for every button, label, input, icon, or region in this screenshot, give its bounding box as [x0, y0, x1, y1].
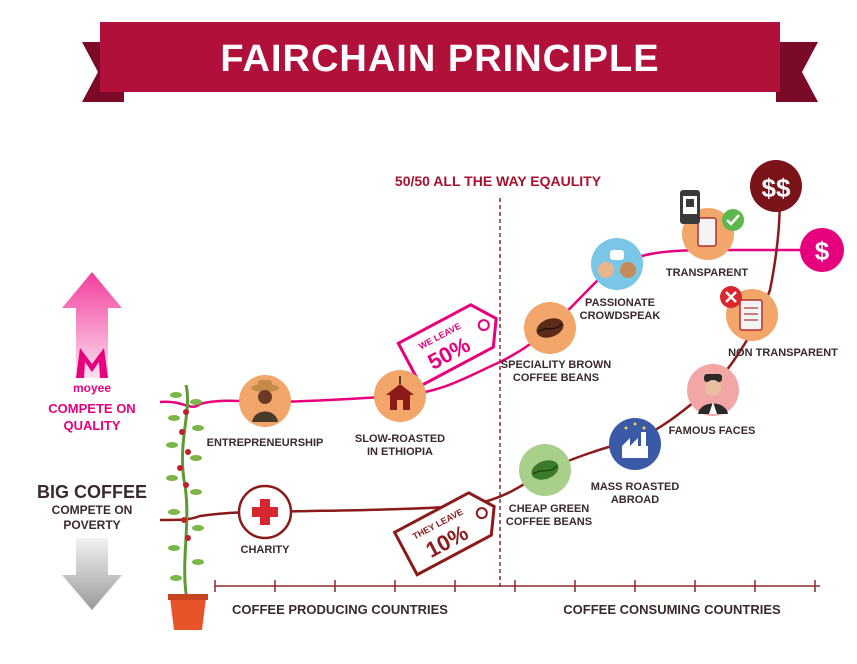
bigcoffee-node-non-transparent: NON TRANSPARENT: [720, 286, 838, 359]
bigcoffee-node-famous-faces: FAMOUS FACES: [669, 364, 756, 437]
bigcoffee-title: BIG COFFEE: [37, 482, 147, 502]
svg-text:PASSIONATE: PASSIONATE: [585, 297, 655, 309]
bigcoffee-node-mass-roasted: MASS ROASTED ABROAD: [591, 418, 680, 506]
x-axis: [214, 580, 820, 592]
bigcoffee-percentage-tag: THEY LEAVE 10%: [392, 491, 496, 577]
charity-cross-icon: [252, 499, 278, 525]
moyee-node-entrepreneurship: ENTREPRENEURSHIP: [207, 375, 324, 449]
factory-icon: [622, 422, 648, 458]
svg-text:COFFEE BEANS: COFFEE BEANS: [506, 516, 592, 528]
svg-text:IN ETHIOPIA: IN ETHIOPIA: [367, 446, 433, 458]
svg-text:CHEAP GREEN: CHEAP GREEN: [509, 503, 590, 515]
double-dollar-icon: $$: [762, 173, 791, 203]
moyee-compete-line1: COMPETE ON: [48, 401, 135, 416]
svg-text:NON TRANSPARENT: NON TRANSPARENT: [728, 347, 838, 359]
moyee-brand: moyee: [73, 381, 111, 395]
non-transparent-icon: [720, 286, 763, 331]
page-title: FAIRCHAIN PRINCIPLE: [220, 38, 659, 80]
svg-text:ABROAD: ABROAD: [611, 494, 659, 506]
moyee-logo-icon: [76, 348, 108, 378]
svg-text:ENTREPRENEURSHIP: ENTREPRENEURSHIP: [207, 437, 324, 449]
svg-text:CHARITY: CHARITY: [241, 544, 291, 556]
moyee-node-dollar: $: [800, 228, 844, 272]
coffee-plant-icon: [166, 384, 208, 630]
title-banner: FAIRCHAIN PRINCIPLE: [82, 22, 818, 102]
svg-text:FAMOUS FACES: FAMOUS FACES: [669, 425, 756, 437]
moyee-node-transparent: TRANSPARENT: [666, 190, 749, 279]
farmer-icon: [251, 380, 279, 422]
moyee-up-arrow-icon: [62, 272, 122, 378]
moyee-node-crowdspeak: PASSIONATE CROWDSPEAK: [580, 238, 661, 322]
axis-label-producing: COFFEE PRODUCING COUNTRIES: [232, 602, 448, 617]
moyee-node-slow-roasted: SLOW-ROASTED IN ETHIOPIA: [355, 370, 445, 458]
svg-text:SPECIALITY BROWN: SPECIALITY BROWN: [501, 359, 611, 371]
famous-face-icon: [698, 374, 728, 414]
transparent-qr-icon: [680, 190, 744, 247]
bigcoffee-down-arrow-icon: [62, 538, 122, 610]
svg-text:TRANSPARENT: TRANSPARENT: [666, 267, 749, 279]
svg-text:MASS ROASTED: MASS ROASTED: [591, 481, 680, 493]
divider-label: 50/50 ALL THE WAY EQAULITY: [395, 173, 602, 189]
bigcoffee-node-green-beans: CHEAP GREEN COFFEE BEANS: [506, 444, 592, 528]
dollar-icon: $: [815, 236, 830, 266]
green-bean-icon: [531, 460, 559, 480]
bigcoffee-compete-line1: COMPETE ON: [52, 503, 133, 517]
crowdspeak-icon: [598, 250, 636, 278]
bigcoffee-node-double-dollar: $$: [750, 160, 802, 212]
bigcoffee-compete-line2: POVERTY: [63, 518, 120, 532]
svg-text:COFFEE BEANS: COFFEE BEANS: [513, 372, 599, 384]
axis-label-consuming: COFFEE CONSUMING COUNTRIES: [563, 602, 781, 617]
svg-text:CROWDSPEAK: CROWDSPEAK: [580, 310, 661, 322]
bigcoffee-node-charity: CHARITY: [237, 484, 293, 556]
moyee-path: [159, 248, 820, 409]
moyee-node-speciality-beans: SPECIALITY BROWN COFFEE BEANS: [501, 302, 611, 384]
roastery-icon: [386, 376, 414, 410]
moyee-compete-line2: QUALITY: [63, 418, 120, 433]
brown-bean-icon: [536, 318, 564, 338]
moyee-percentage-tag: WE LEAVE 50%: [396, 303, 498, 388]
svg-text:SLOW-ROASTED: SLOW-ROASTED: [355, 433, 445, 445]
